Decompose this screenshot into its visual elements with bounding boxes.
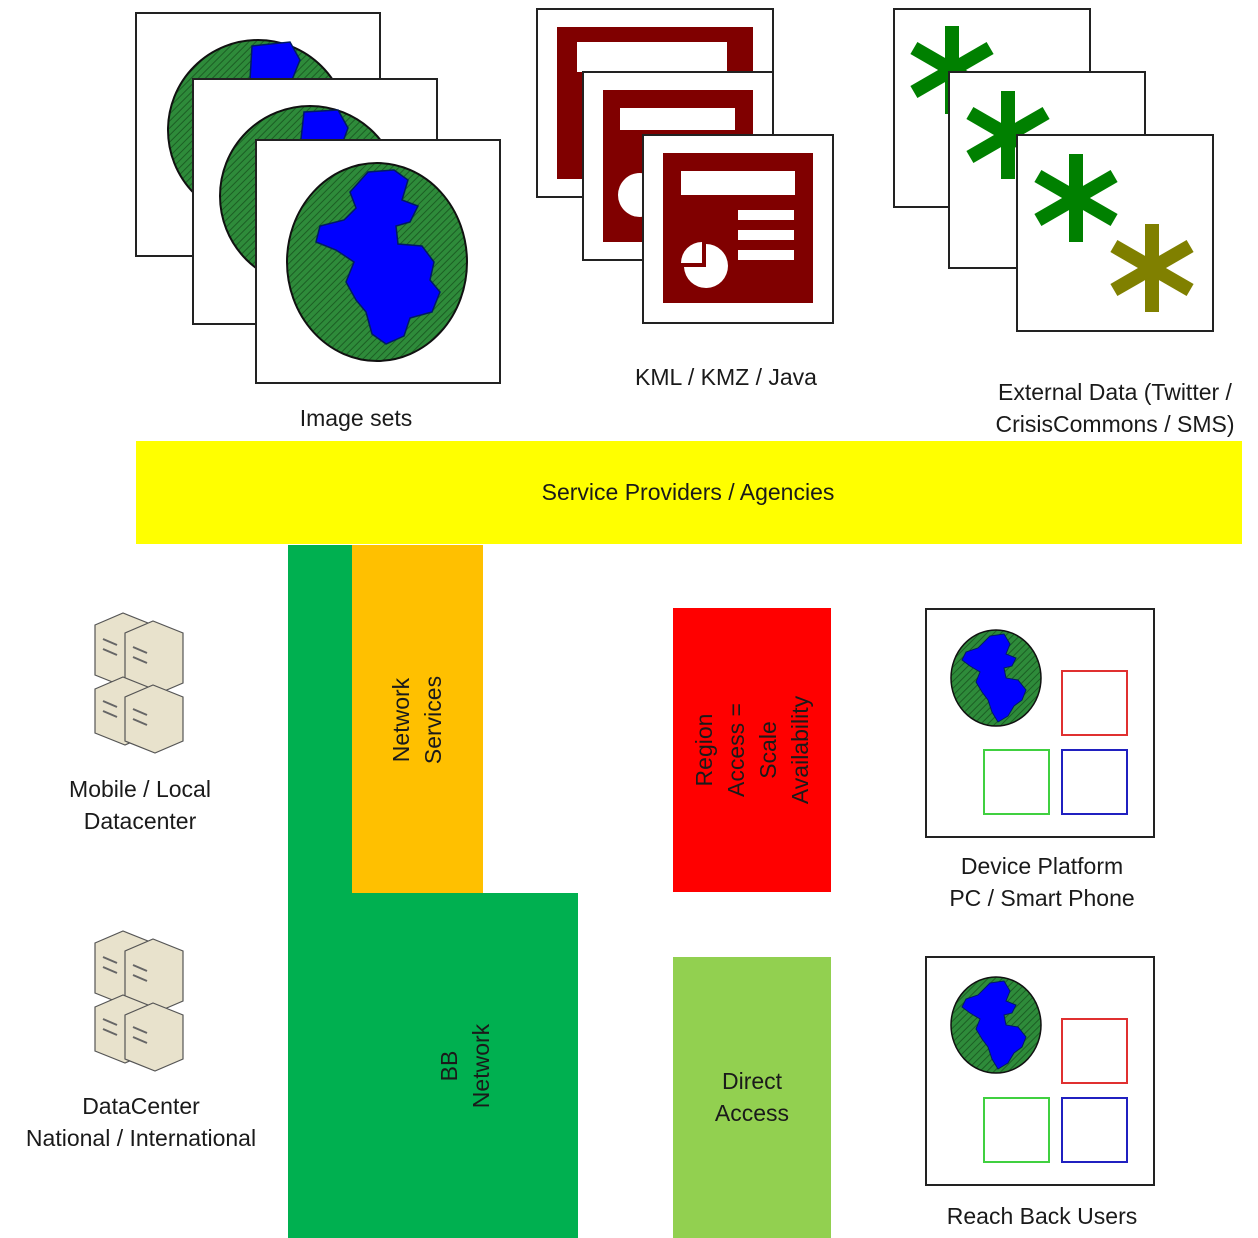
- region-access-block: [673, 608, 831, 892]
- kml-cards-stack: [536, 8, 834, 324]
- red-square-icon: [1061, 670, 1128, 736]
- asterisk-icon: [1034, 154, 1118, 242]
- image-sets-label: Image sets: [299, 405, 413, 431]
- mobile-datacenter-line-1: Mobile / Local: [69, 776, 211, 802]
- service-providers-label: Service Providers / Agencies: [541, 479, 835, 505]
- region-access-line-2: Access =: [723, 703, 749, 797]
- direct-access-label: Direct Access: [673, 1065, 831, 1129]
- device-platform-line-2: PC / Smart Phone: [949, 885, 1135, 911]
- direct-access-line-2: Access: [714, 1100, 790, 1126]
- globe-card-front: [255, 139, 501, 384]
- doc-card-front: [642, 134, 834, 324]
- image-sets-stack: [135, 12, 501, 384]
- red-square-icon: [1061, 1018, 1128, 1084]
- national-datacenter-label: DataCenter National / International: [0, 1090, 282, 1154]
- external-data-stack: [893, 8, 1214, 332]
- green-square-icon: [983, 1097, 1050, 1163]
- external-data-label: External Data (Twitter / CrisisCommons /…: [960, 376, 1258, 440]
- globe-land-icon: [961, 980, 1027, 1070]
- region-access-line-1: Region: [691, 713, 717, 787]
- green-square-icon: [983, 749, 1050, 815]
- device-platform-card: [925, 608, 1155, 838]
- network-services-block: [352, 545, 483, 893]
- mobile-datacenter-server-icon: [94, 612, 184, 754]
- reach-back-label: Reach Back Users: [946, 1203, 1138, 1229]
- asterisk-olive-icon: [1110, 224, 1194, 312]
- backbone-column: [288, 545, 352, 1238]
- service-providers-bar: [136, 441, 1242, 544]
- device-platform-label: Device Platform PC / Smart Phone: [912, 850, 1172, 914]
- national-datacenter-line-2: National / International: [25, 1125, 257, 1151]
- blue-square-icon: [1061, 1097, 1128, 1163]
- device-platform-line-1: Device Platform: [960, 853, 1124, 879]
- network-services-line-2: Services: [420, 675, 446, 765]
- direct-access-block: [673, 957, 831, 1238]
- kml-label: KML / KMZ / Java: [635, 364, 817, 390]
- pie-chart-icon: [684, 244, 728, 288]
- region-access-line-3: Scale: [755, 721, 781, 779]
- region-access-line-4: Availability: [787, 695, 813, 805]
- region-access-label: Region Access = Scale Availability: [688, 670, 816, 830]
- globe-land-icon: [315, 169, 441, 345]
- national-datacenter-line-1: DataCenter: [82, 1093, 200, 1119]
- blue-square-icon: [1061, 749, 1128, 815]
- external-data-line-1: External Data (Twitter /: [998, 379, 1232, 405]
- direct-access-line-1: Direct: [721, 1068, 783, 1094]
- bb-network-line-1: BB: [436, 1050, 462, 1082]
- mobile-datacenter-line-2: Datacenter: [83, 808, 197, 834]
- bb-network-label: BB Network: [433, 986, 497, 1146]
- national-datacenter-server-icon: [94, 930, 184, 1072]
- reach-back-card: [925, 956, 1155, 1186]
- bb-network-line-2: Network: [468, 1023, 494, 1109]
- bb-network-block: [352, 893, 578, 1238]
- mobile-datacenter-label: Mobile / Local Datacenter: [30, 773, 250, 837]
- globe-land-icon: [961, 633, 1027, 723]
- external-data-line-2: CrisisCommons / SMS): [995, 411, 1235, 437]
- asterisk-card-front: [1016, 134, 1214, 332]
- network-services-label: Network Services: [385, 640, 449, 800]
- network-services-line-1: Network: [388, 677, 414, 763]
